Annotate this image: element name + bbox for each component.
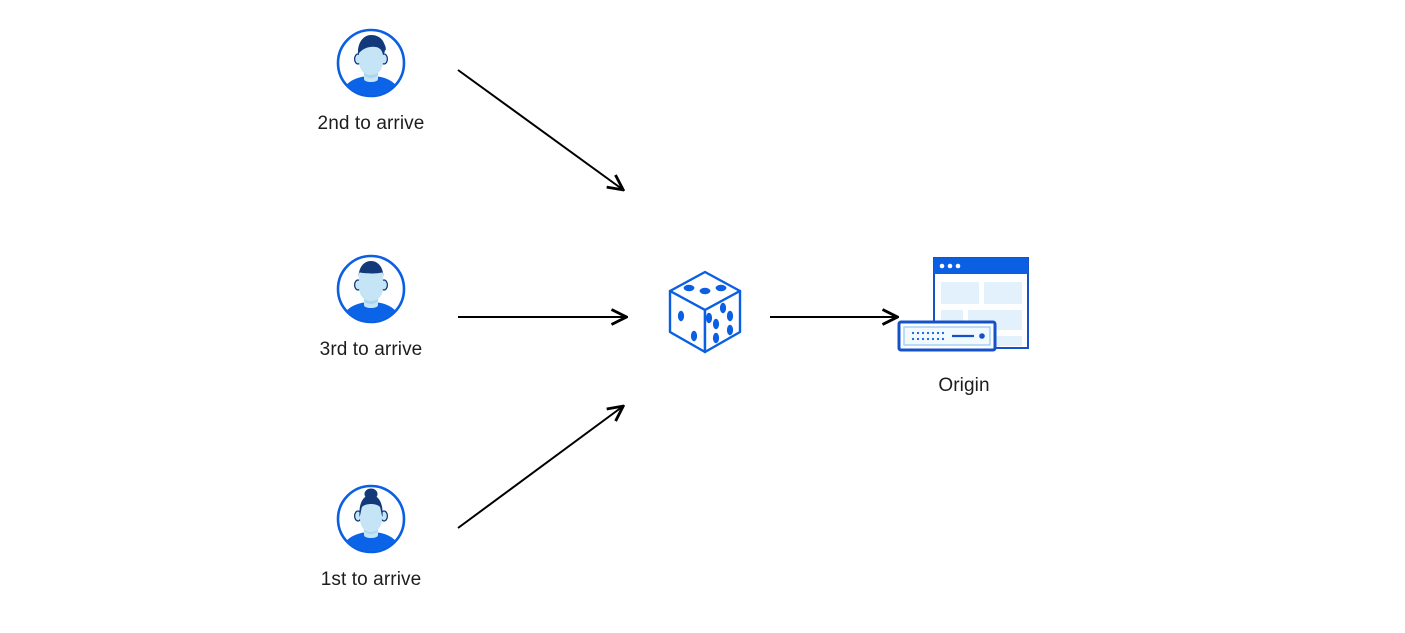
node-origin[interactable]: Origin: [896, 256, 1032, 397]
node-label-origin: Origin: [938, 375, 990, 396]
node-visitor-1st[interactable]: 1st to arrive: [306, 483, 436, 591]
node-label-visitor-3rd: 3rd to arrive: [319, 339, 423, 360]
arrow-2nd-to-dice: [457, 69, 622, 189]
dice-icon: [661, 266, 749, 358]
node-visitor-3rd[interactable]: 3rd to arrive: [311, 253, 431, 361]
node-randomizer[interactable]: [661, 266, 749, 358]
user-avatar-icon: [335, 253, 407, 325]
node-label-visitor-1st: 1st to arrive: [320, 569, 422, 590]
user-avatar-icon: [335, 27, 407, 99]
user-avatar-icon: [335, 483, 407, 555]
server-device: [897, 320, 997, 352]
origin-server-icon: [896, 256, 1032, 361]
arrow-1st-to-dice: [457, 407, 622, 529]
node-visitor-2nd[interactable]: 2nd to arrive: [311, 27, 431, 135]
node-label-visitor-2nd: 2nd to arrive: [317, 113, 425, 134]
